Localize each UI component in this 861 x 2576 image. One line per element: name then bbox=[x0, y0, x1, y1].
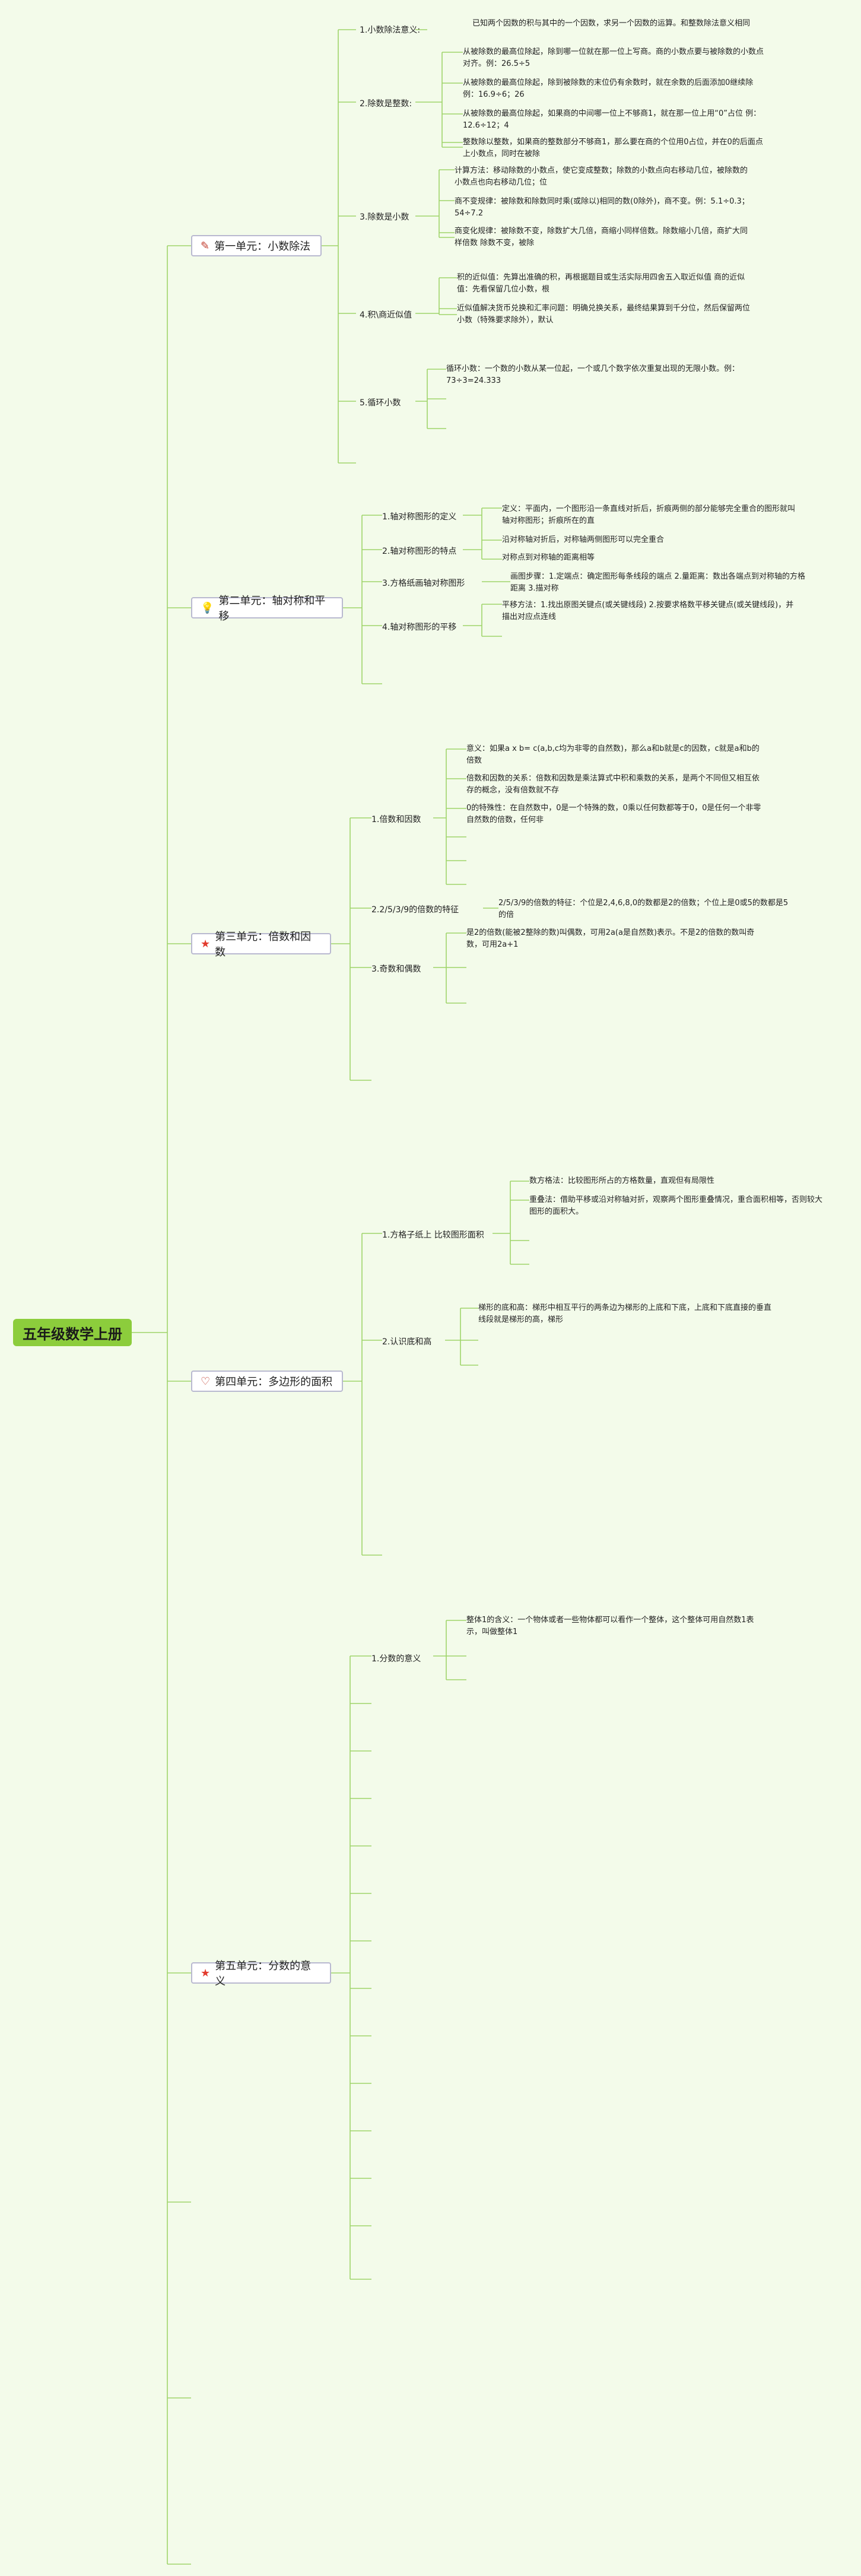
unit-label: 第四单元：多边形的面积 bbox=[215, 1376, 333, 1388]
u3-leaf: 意义：如果a x b= c(a,b,c均为非零的自然数)，那么a和b就是c的因数… bbox=[466, 744, 760, 765]
unit-label: 第一单元：小数除法 bbox=[214, 240, 311, 253]
heart-icon: ♡ bbox=[201, 1375, 211, 1388]
u2-leaf: 画图步骤：1.定端点：确定图形每条线段的端点 2.量距离：数出各端点到对称轴的方… bbox=[510, 572, 805, 593]
u3-leaf: 0的特殊性：在自然数中，0是一个特殊的数，0乘以任何数都等于0，0是任何一个非零… bbox=[466, 804, 761, 824]
u3-leaf: 2/5/3/9的倍数的特征：个位是2,4,6,8,0的数都是2的倍数；个位上是0… bbox=[498, 899, 789, 919]
u1-leaf: 整数除以整数，如果商的整数部分不够商1，那么要在商的个位用0占位，并在0的后面点… bbox=[463, 138, 763, 158]
unit-5-node[interactable]: ★ 第五单元：分数的意义 bbox=[191, 1960, 331, 1988]
u3-topic-1[interactable]: 1.倍数和因数 bbox=[371, 815, 421, 824]
unit-3-node[interactable]: ★ 第三单元：倍数和因数 bbox=[191, 931, 331, 959]
unit-4-node[interactable]: ♡ 第四单元：多边形的面积 bbox=[191, 1371, 343, 1392]
u4-leaf: 梯形的底和高：梯形中相互平行的两条边为梯形的上底和下底，上底和下底直接的垂直线段… bbox=[478, 1303, 772, 1324]
u2-topic-1[interactable]: 1.轴对称图形的定义 bbox=[382, 512, 457, 522]
bulb-icon: 💡 bbox=[201, 601, 214, 614]
star-icon: ★ bbox=[201, 1966, 211, 1979]
u2-topic-2[interactable]: 2.轴对称图形的特点 bbox=[382, 547, 457, 556]
u1-topic-2[interactable]: 2.除数是整数: bbox=[360, 99, 412, 109]
u1-leaf: 商变化规律：被除数不变，除数扩大几倍，商缩小同样倍数。除数缩小几倍，商扩大同样倍… bbox=[455, 227, 748, 248]
u1-topic-1[interactable]: 1.小数除法意义: bbox=[360, 26, 421, 35]
star-icon: ★ bbox=[201, 937, 211, 950]
u1-topic-4[interactable]: 4.积\商近似值 bbox=[360, 310, 412, 320]
u2-leaf: 平移方法：1.找出原图关键点(或关键线段) 2.按要求格数平移关键点(或关键线段… bbox=[502, 601, 794, 621]
u5-topic-1[interactable]: 1.分数的意义 bbox=[371, 1654, 421, 1664]
u4-leaf: 重叠法：借助平移或沿对称轴对折，观察两个图形重叠情况，重合面积相等，否则较大图形… bbox=[529, 1195, 823, 1216]
sparkle-icon: ✎ bbox=[201, 239, 210, 252]
u1-leaf: 计算方法：移动除数的小数点，使它变成整数；除数的小数点向右移动几位，被除数的小数… bbox=[455, 166, 748, 187]
u1-leaf: 已知两个因数的积与其中的一个因数，求另一个因数的运算。和整数除法意义相同 bbox=[472, 19, 751, 28]
u5-leaf: 整体1的含义：一个物体或者一些物体都可以看作一个整体，这个整体可用自然数1表示，… bbox=[466, 1616, 754, 1636]
unit-label: 第二单元：轴对称和平移 bbox=[218, 595, 326, 623]
u3-topic-3[interactable]: 3.奇数和偶数 bbox=[371, 965, 421, 974]
u2-leaf: 沿对称轴对折后，对称轴两侧图形可以完全重合 bbox=[502, 535, 665, 544]
u3-leaf: 倍数和因数的关系：倍数和因数是乘法算式中积和乘数的关系，是两个不同但又相互依存的… bbox=[466, 774, 760, 795]
unit-label: 第五单元：分数的意义 bbox=[215, 1960, 312, 1988]
u1-leaf: 从被除数的最高位除起，除到哪一位就在那一位上写商。商的小数点要与被除数的小数点对… bbox=[463, 47, 764, 68]
u2-leaf: 对称点到对称轴的距离相等 bbox=[502, 553, 595, 562]
u4-topic-1[interactable]: 1.方格子纸上 比较图形面积 bbox=[382, 1230, 484, 1240]
u1-leaf: 从被除数的最高位除起，如果商的中间哪一位上不够商1，就在那一位上用“0”占位 例… bbox=[463, 109, 761, 130]
u2-topic-3[interactable]: 3.方格纸画轴对称图形 bbox=[382, 579, 465, 588]
u4-topic-2[interactable]: 2.认识底和高 bbox=[382, 1337, 432, 1347]
unit-label: 第三单元：倍数和因数 bbox=[215, 931, 312, 959]
u1-leaf: 近似值解决货币兑换和汇率问题：明确兑换关系，最终结果算到千分位，然后保留两位小数… bbox=[457, 304, 751, 325]
u4-leaf: 数方格法：比较图形所占的方格数量，直观但有局限性 bbox=[529, 1176, 715, 1185]
root-node[interactable]: 五年级数学上册 bbox=[13, 1319, 132, 1346]
u1-leaf: 商不变规律：被除数和除数同时乘(或除以)相同的数(0除外)，商不变。例：5.1÷… bbox=[455, 197, 749, 218]
unit-1-node[interactable]: ✎ 第一单元：小数除法 bbox=[191, 235, 322, 256]
u1-leaf: 循环小数：一个数的小数从某一位起，一个或几个数字依次重复出现的无限小数。例：73… bbox=[446, 364, 740, 385]
u1-topic-3[interactable]: 3.除数是小数 bbox=[360, 212, 409, 222]
u3-leaf: 是2的倍数(能被2整除的数)叫偶数，可用2a(a是自然数)表示。不是2的倍数的数… bbox=[466, 928, 755, 949]
u1-topic-5[interactable]: 5.循环小数 bbox=[360, 398, 401, 408]
u2-leaf: 定义：平面内，一个图形沿一条直线对折后，折痕两侧的部分能够完全重合的图形就叫轴对… bbox=[502, 505, 796, 525]
u1-leaf: 从被除数的最高位除起，除到被除数的末位仍有余数时，就在余数的后面添加0继续除 例… bbox=[463, 78, 754, 99]
unit-2-node[interactable]: 💡 第二单元：轴对称和平移 bbox=[191, 595, 343, 623]
u2-topic-4[interactable]: 4.轴对称图形的平移 bbox=[382, 623, 457, 632]
u1-leaf: 积的近似值：先算出准确的积，再根据题目或生活实际用四舍五入取近似值 商的近似值：… bbox=[457, 273, 745, 294]
u3-topic-2[interactable]: 2.2/5/3/9的倍数的特征 bbox=[371, 905, 459, 915]
